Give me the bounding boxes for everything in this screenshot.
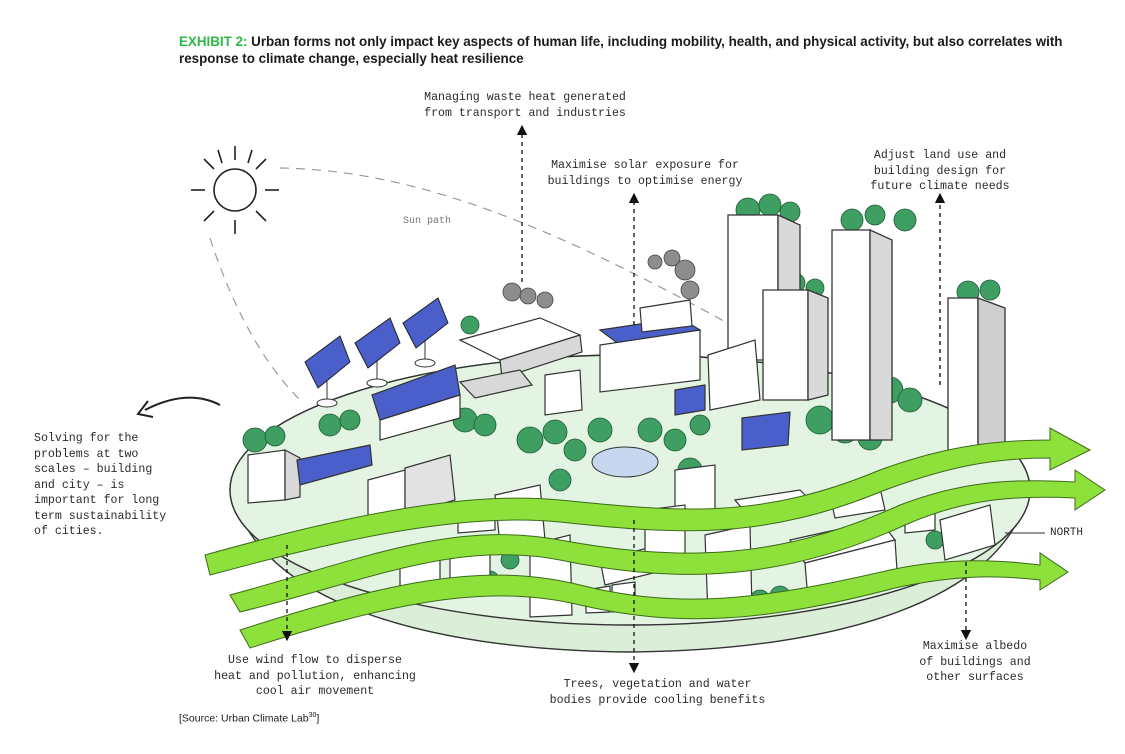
exhibit-title-text: Urban forms not only impact key aspects … [179,34,1063,66]
sun-path-descent [209,237,301,401]
source-close: ] [316,712,320,725]
two-scales-annotation: Solving for the problems at two scales –… [34,432,167,538]
wind-flow-arrows [204,427,1106,649]
smoke [502,249,700,309]
tall-towers [727,213,1006,456]
scale-arrow [136,396,221,418]
exhibit-title: EXHIBIT 2: Urban forms not only impact k… [179,33,1079,67]
land-use-annotation: Adjust land use and building design for … [870,149,1010,193]
north-label: NORTH [1050,527,1084,539]
albedo-annotation: Maximise albedo of buildings and other s… [919,640,1031,684]
annotation-leaders [281,124,972,674]
source-ref: 30 [308,712,317,719]
trees-annotation: Trees, vegetation and water bodies provi… [549,678,766,707]
source-citation: [Source: Urban Climate Lab30] [179,712,319,725]
exhibit-label: EXHIBIT 2: [179,34,248,49]
source-text: [Source: Urban Climate Lab [179,712,309,725]
sun-icon [191,146,279,234]
water-body [591,446,659,478]
waste-heat-annotation: Managing waste heat generated from trans… [424,91,626,120]
sun-path-label: Sun path [403,216,452,227]
solar-annotation: Maximise solar exposure for buildings to… [547,159,743,188]
solar-panels [304,297,449,408]
wind-annotation: Use wind flow to disperse heat and pollu… [214,654,416,698]
